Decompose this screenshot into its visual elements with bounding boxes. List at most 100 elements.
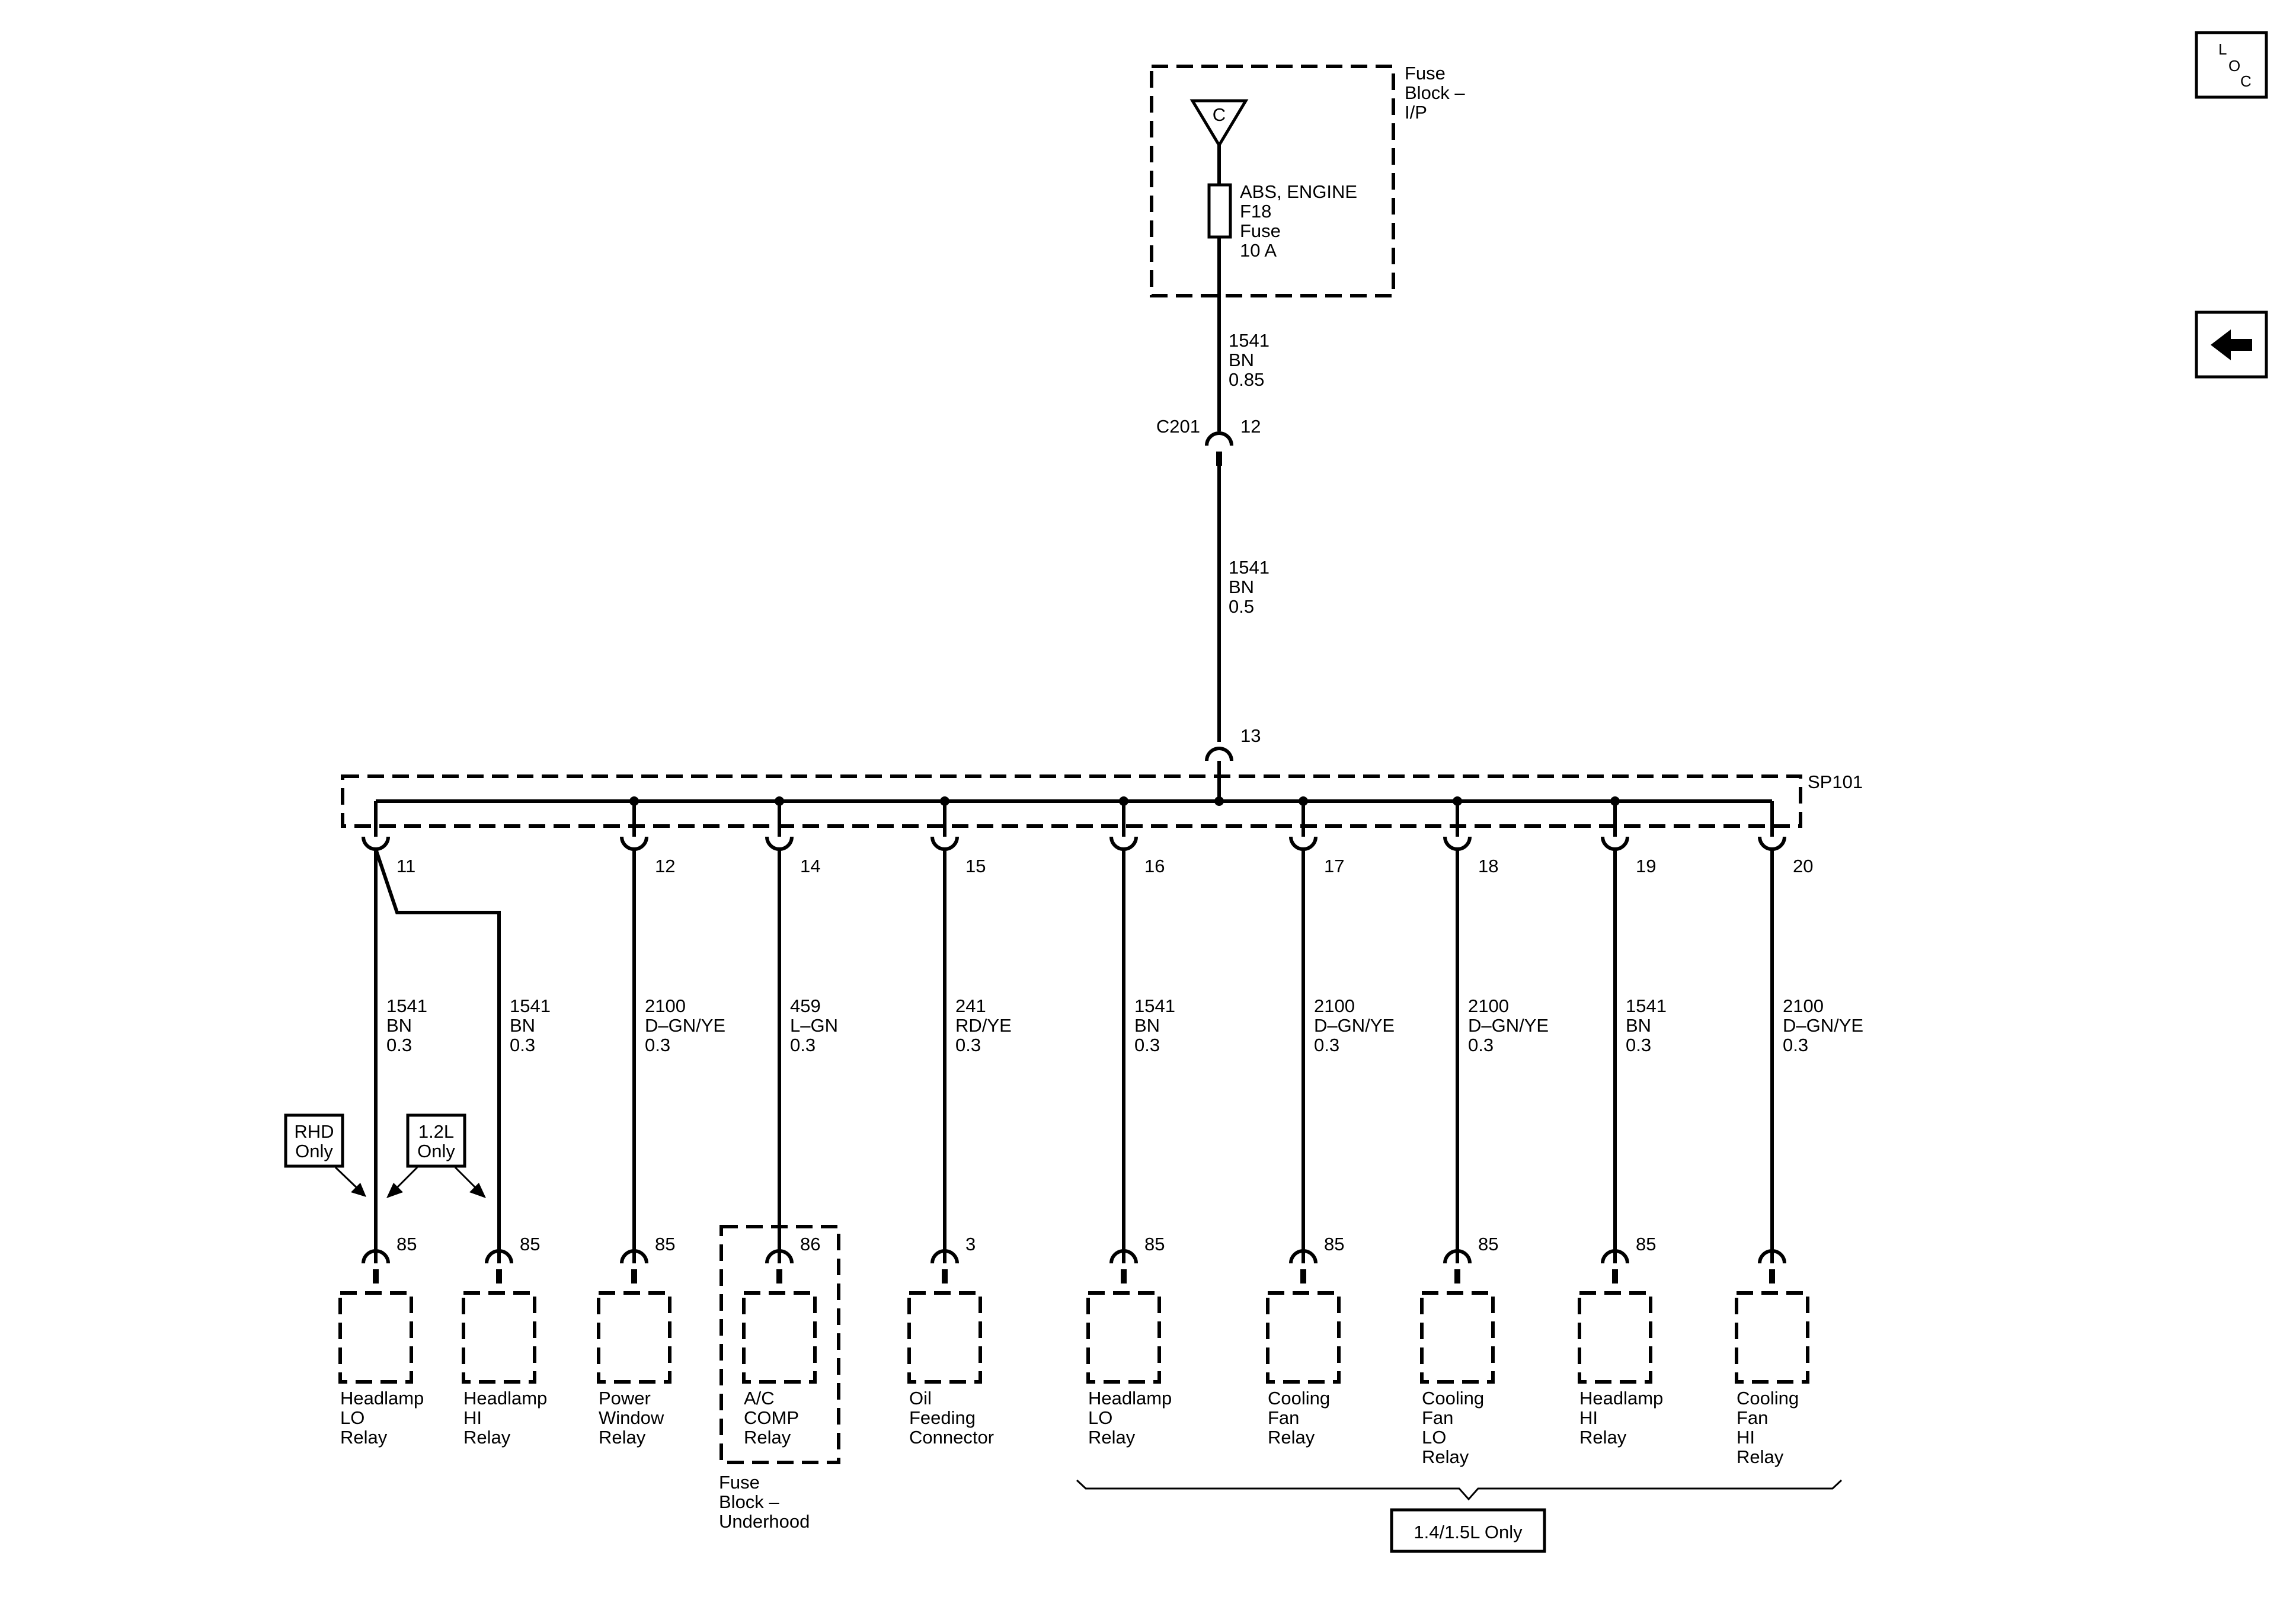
fuse-block-underhood-label-1: Fuse (719, 1472, 760, 1493)
splice-in-connector-icon (1205, 747, 1233, 761)
component-label-4-2: Connector (909, 1427, 994, 1448)
out-connector-icon-4 (930, 836, 959, 851)
component-label-2-2: Relay (599, 1427, 646, 1448)
bus-node-3 (775, 796, 784, 806)
component-label-6-1: Fan (1268, 1407, 1299, 1428)
wire-label-0-1: BN (386, 1015, 412, 1036)
back-button-frame[interactable] (2195, 311, 2268, 379)
relay-component-6 (1266, 1291, 1341, 1384)
wire-label-6-2: 0.3 (1314, 1035, 1339, 1055)
component-label-8-0: Headlamp (1579, 1388, 1663, 1409)
fuse-block-underhood-label-2: Block – (719, 1491, 779, 1512)
loc-letter-o: O (2228, 57, 2240, 75)
component-label-0-2: Relay (340, 1427, 388, 1448)
splice-name: SP101 (1808, 772, 1863, 792)
relay-pin-icon-5 (1121, 1269, 1127, 1283)
out-pin-9: 20 (1793, 856, 1813, 876)
component-label-3-2: Relay (744, 1427, 791, 1448)
wire-label-8-1: BN (1626, 1015, 1651, 1036)
branch-split-wire (374, 849, 501, 1263)
out-connector-icon-9 (1758, 836, 1786, 851)
relay-connector-icon-8 (1601, 1249, 1629, 1264)
wire-label-9-1: D–GN/YE (1783, 1015, 1863, 1036)
component-label-0-0: Headlamp (340, 1388, 424, 1409)
fuse-icon (1207, 183, 1232, 239)
wire-top-label-2: BN (1229, 350, 1254, 370)
wire-mid-label-1: 1541 (1229, 557, 1269, 578)
back-button[interactable] (2195, 311, 2268, 379)
relay-pin-6: 85 (1324, 1234, 1344, 1254)
relay-component-1 (462, 1291, 536, 1384)
out-pin-6: 17 (1324, 856, 1344, 876)
c201-pin: 12 (1240, 416, 1261, 437)
branches: 111541BN0.385HeadlampLORelay1541BN0.385H… (338, 796, 1863, 1467)
component-label-4-0: Oil (909, 1388, 932, 1409)
wire-label-7-1: D–GN/YE (1468, 1015, 1549, 1036)
relay-component-7 (1420, 1291, 1495, 1384)
wire-label-2-1: D–GN/YE (645, 1015, 725, 1036)
l12-arrow-right-icon (469, 1183, 486, 1198)
c201-male-icon (1216, 452, 1222, 466)
out-connector-icon-6 (1289, 836, 1318, 851)
loc-button-frame[interactable] (2195, 31, 2268, 99)
wire-label-5-1: BN (1134, 1015, 1160, 1036)
component-label-9-2: HI (1737, 1427, 1755, 1448)
component-label-7-2: LO (1422, 1427, 1446, 1448)
wire-mid-label-2: BN (1229, 577, 1254, 597)
relay-connector-icon-1 (485, 1249, 513, 1264)
l12-arrow-left-icon (386, 1183, 403, 1198)
wire-label-7-0: 2100 (1468, 996, 1509, 1016)
relay-pin-icon-6 (1300, 1269, 1306, 1283)
component-label-1-2: Relay (463, 1427, 511, 1448)
bus-node-7 (1453, 796, 1462, 806)
rhd-only-label-2: Only (295, 1141, 333, 1161)
component-label-3-1: COMP (744, 1407, 799, 1428)
rhd-arrow-icon (351, 1183, 366, 1197)
relay-pin-5: 85 (1144, 1234, 1165, 1254)
wire-label-0-2: 0.3 (386, 1035, 412, 1055)
left-arrow-icon (2211, 329, 2252, 360)
relay-pin-icon-8 (1612, 1269, 1618, 1283)
component-label-5-1: LO (1088, 1407, 1112, 1428)
relay-pin-4: 3 (965, 1234, 976, 1254)
wire-label-1-0: 1541 (510, 996, 551, 1016)
bus-node-4 (940, 796, 949, 806)
bus-node-2 (629, 796, 639, 806)
relay-component-3 (742, 1291, 817, 1384)
l1415-only-box (1390, 1508, 1546, 1553)
wire-mid-label-3: 0.5 (1229, 596, 1254, 617)
fuse-block-underhood-outline (720, 1225, 840, 1464)
fuse-block-ip-label-2: Block – (1405, 82, 1465, 103)
relay-pin-2: 85 (655, 1234, 675, 1254)
bus-node-5 (1119, 796, 1128, 806)
relay-connector-icon-5 (1109, 1249, 1138, 1264)
wire-top-label-3: 0.85 (1229, 369, 1264, 390)
fuse-label-2: F18 (1240, 201, 1271, 222)
component-label-4-1: Feeding (909, 1407, 976, 1428)
l12-only-tag: 1.2L Only (386, 1113, 486, 1198)
relay-pin-icon-1 (496, 1269, 502, 1283)
wire-label-4-2: 0.3 (955, 1035, 981, 1055)
wire-label-5-0: 1541 (1134, 996, 1175, 1016)
wire-label-8-2: 0.3 (1626, 1035, 1651, 1055)
out-pin-3: 14 (800, 856, 820, 876)
splice-dot (1214, 796, 1224, 806)
rhd-only-tag: RHD Only (284, 1113, 366, 1197)
l1415-bracket (1076, 1479, 1843, 1501)
component-label-6-2: Relay (1268, 1427, 1315, 1448)
relay-component-5 (1086, 1291, 1161, 1384)
relay-pin-icon-3 (776, 1269, 782, 1283)
loc-button[interactable]: L O C (2195, 31, 2268, 99)
relay-pin-1: 85 (520, 1234, 540, 1254)
relay-pin-3: 86 (800, 1234, 820, 1254)
relay-pin-8: 85 (1636, 1234, 1656, 1254)
rhd-only-label-1: RHD (294, 1121, 334, 1142)
